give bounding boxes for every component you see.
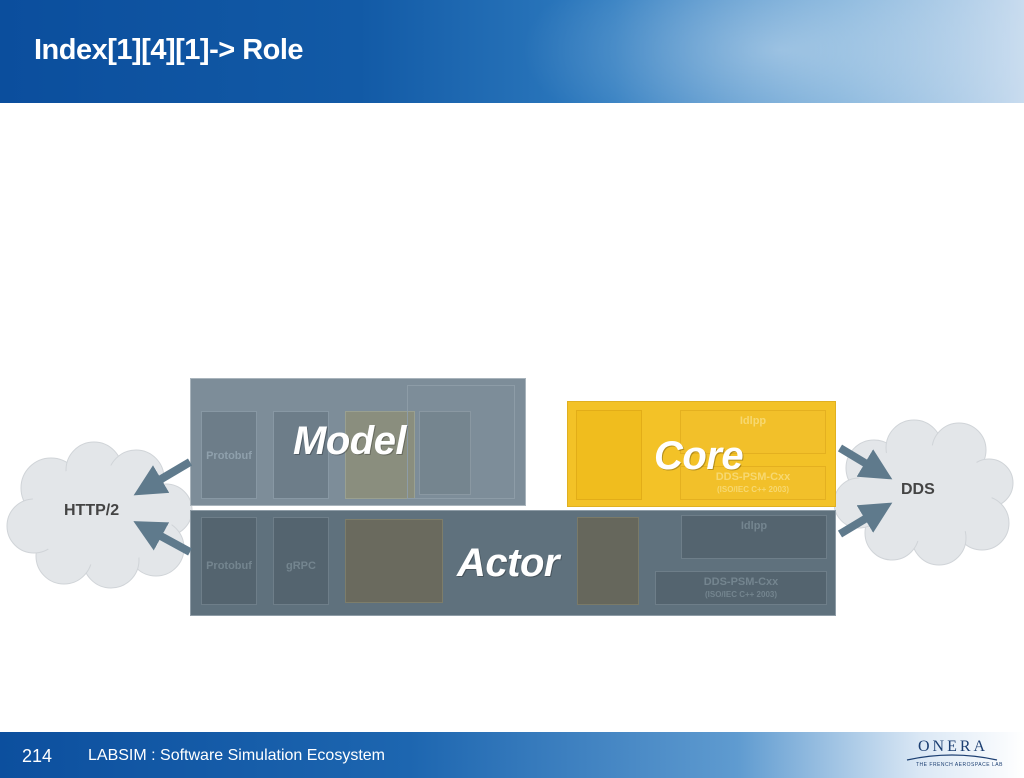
actor-service-box xyxy=(345,519,443,603)
logo-tagline: THE FRENCH AEROSPACE LAB xyxy=(916,762,1003,768)
actor-psm-box: DDS-PSM-Cxx (ISO/IEC C++ 2003) xyxy=(655,571,827,605)
onera-logo: ONERA THE FRENCH AEROSPACE LAB xyxy=(902,738,1002,774)
slide-footer: 214 LABSIM : Software Simulation Ecosyst… xyxy=(0,732,1024,778)
actor-label: Actor xyxy=(457,541,559,585)
model-outline xyxy=(407,385,515,499)
model-block: Protobuf Model xyxy=(190,378,526,506)
slide-header: Index[1][4][1]-> Role xyxy=(0,0,1024,103)
header-glow xyxy=(520,0,1024,103)
actor-block: Protobuf gRPC Idlpp DDS-PSM-Cxx (ISO/IEC… xyxy=(190,510,836,616)
logo-name: ONERA xyxy=(918,738,989,755)
actor-idl-box: Idlpp xyxy=(681,515,827,559)
slide-title: Index[1][4][1]-> Role xyxy=(34,34,304,66)
model-list-box xyxy=(419,411,471,495)
model-label: Model xyxy=(293,419,407,463)
model-service-box xyxy=(345,411,415,499)
core-block: Idlpp DDS-PSM-Cxx (ISO/IEC C++ 2003) Cor… xyxy=(567,401,836,507)
model-protobuf-box: Protobuf xyxy=(201,411,257,499)
model-grpc-box xyxy=(273,411,329,499)
core-psm-box: DDS-PSM-Cxx (ISO/IEC C++ 2003) xyxy=(680,466,826,500)
footer-text: LABSIM : Software Simulation Ecosystem xyxy=(88,747,385,764)
core-service-box xyxy=(576,410,642,500)
actor-protobuf-box: Protobuf xyxy=(201,517,257,605)
http2-label: HTTP/2 xyxy=(64,502,120,519)
logo-arc-icon xyxy=(906,754,998,761)
core-label: Core xyxy=(654,434,744,478)
dds-label: DDS xyxy=(901,481,935,498)
page-number: 214 xyxy=(22,746,53,766)
actor-dds-service-box xyxy=(577,517,639,605)
actor-grpc-box: gRPC xyxy=(273,517,329,605)
core-idl-box: Idlpp xyxy=(680,410,826,454)
